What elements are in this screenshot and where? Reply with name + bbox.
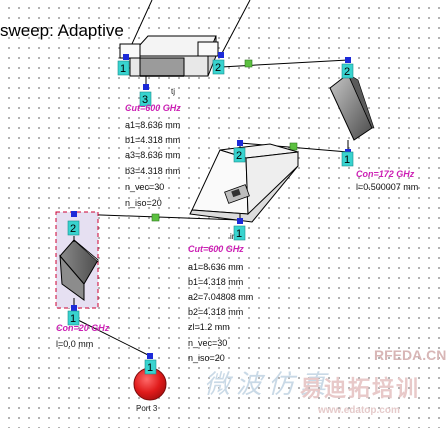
svg-text:1: 1: [70, 313, 76, 325]
iris-param-n-iso: n_iso=20: [188, 353, 225, 363]
port-pad: [237, 140, 243, 146]
svg-text:2: 2: [70, 223, 76, 235]
port-pad: [147, 353, 153, 359]
iris-param-a2: a2=7.04808 mm: [188, 292, 254, 302]
svg-text:2: 2: [344, 66, 350, 78]
pin-labels: 1 2 3 2 1 2 1 2 1 1: [67, 59, 354, 375]
tj-param-b3: b3=4.318 mm: [125, 166, 181, 176]
pin-con-right-2: 2: [341, 63, 354, 79]
port3-label: Port 3: [136, 404, 158, 413]
svg-text:1: 1: [147, 362, 153, 374]
port-pad: [71, 211, 77, 217]
tj-stub-right: [197, 41, 219, 57]
pin-con-left-1: 1: [67, 310, 80, 326]
svg-text:2: 2: [215, 62, 221, 74]
pin-tj-1: 1: [117, 60, 130, 76]
iris-cut-label: Cut=600 GHz: [188, 244, 244, 254]
watermark-url: www.edatop.com: [318, 405, 400, 416]
iris-component[interactable]: [189, 143, 299, 223]
watermark-training-cn: 易迪拓培训: [300, 376, 421, 401]
iris-param-zl: zl=1.2 mm: [188, 322, 230, 332]
pin-con-right-1: 1: [341, 151, 354, 167]
tj-param-n-iso: n_iso=20: [125, 198, 162, 208]
pin-tj-2: 2: [212, 59, 225, 75]
port-pad: [218, 52, 224, 58]
iris-param-a1: a1=8.636 mm: [188, 262, 244, 272]
port-pad: [143, 84, 149, 90]
tj-label: tj: [171, 87, 175, 96]
iris-param-b1: b1=4.318 mm: [188, 277, 244, 287]
junction-marker: [289, 142, 298, 151]
pin-port3-1: 1: [144, 359, 157, 375]
port-pad: [237, 218, 243, 224]
tj-param-b1: b1=4.318 mm: [125, 135, 181, 145]
port-pad: [123, 54, 129, 60]
svg-text:1: 1: [236, 228, 242, 240]
svg-text:1: 1: [344, 154, 350, 166]
con-right-con-label: Con=172 GHz: [356, 169, 415, 179]
wire-tj2-con: [220, 59, 349, 68]
port-pad: [71, 305, 77, 311]
junction-marker: [244, 59, 253, 68]
connector-left-component[interactable]: [55, 211, 99, 310]
iris-label: ir: [230, 232, 235, 241]
connector-right-component[interactable]: [329, 66, 375, 152]
svg-text:1: 1: [120, 63, 126, 75]
tj-junction-component[interactable]: [119, 35, 219, 86]
iris-param-b2: b2=4.318 mm: [188, 307, 244, 317]
watermark-brand-cn: 微波仿真: [204, 370, 333, 400]
wire-top-right: [220, 0, 251, 56]
pin-tj-3: 3: [139, 91, 152, 107]
tj-cut-label: Cut=600 GHz: [125, 103, 181, 113]
port-pads[interactable]: [71, 52, 351, 359]
tj-param-n-vec: n_vec=30: [125, 182, 165, 192]
tj-stub-bottom: [139, 57, 185, 77]
port-pad: [345, 57, 351, 63]
wire-conleft-port3: [73, 317, 151, 357]
junction-markers: [151, 59, 298, 222]
tj-param-a1: a1=8.636 mm: [125, 120, 181, 130]
svg-text:2: 2: [236, 150, 242, 162]
junction-marker: [151, 213, 160, 222]
pin-iris-1: 1: [233, 225, 246, 241]
watermark-site: RFEDA.CN: [374, 347, 447, 363]
iris-side: [245, 151, 299, 216]
tj-param-a3: a3=8.636 mm: [125, 150, 181, 160]
con-right-param-l: l=0.500007 mm: [356, 182, 419, 192]
svg-text:3: 3: [142, 94, 148, 106]
pin-iris-2: 2: [233, 147, 246, 163]
con-left-con-label: Con=20 GHz: [56, 323, 110, 333]
sweep-title: sweep: Adaptive: [0, 21, 124, 40]
iris-param-n-vec: n_vec=30: [188, 338, 228, 348]
pin-con-left-2: 2: [67, 220, 80, 236]
con-left-param-l: l=0.0 mm: [56, 339, 94, 349]
